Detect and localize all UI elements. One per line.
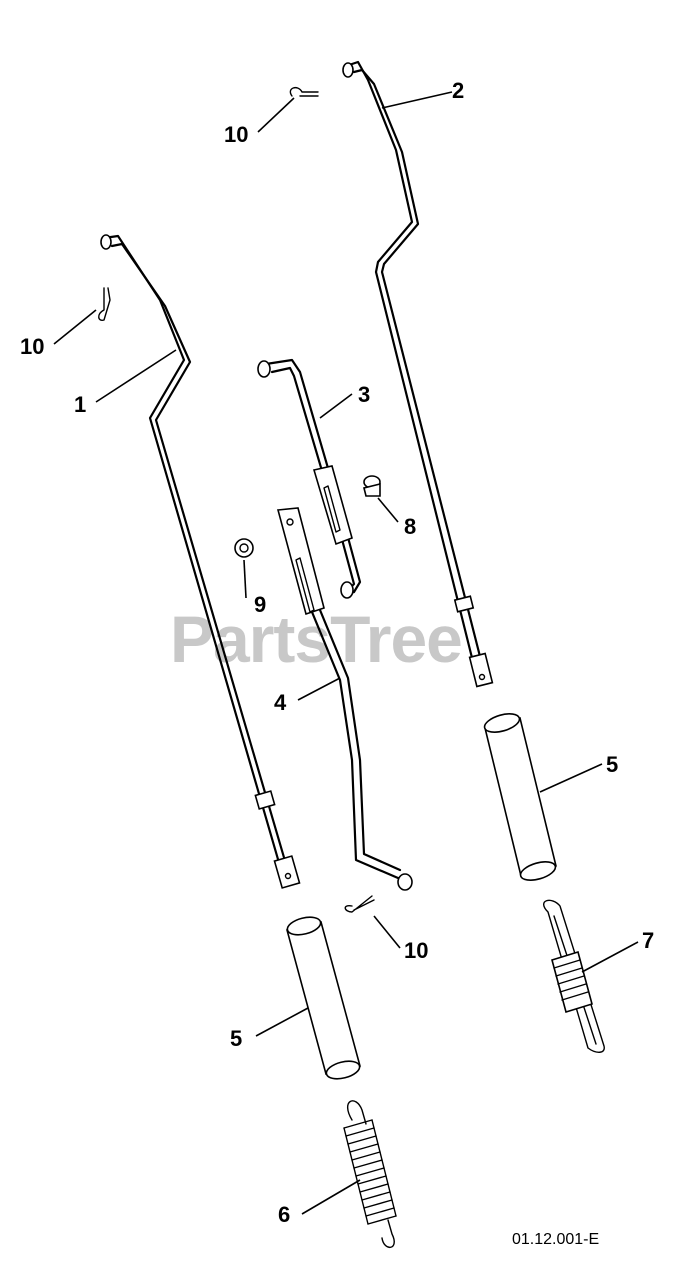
part-8-pin (363, 475, 381, 497)
part-10-clip-left (98, 287, 111, 322)
callout-1: 1 (74, 392, 86, 417)
callout-2: 2 (452, 78, 464, 103)
reference-code: 01.12.001-E (512, 1231, 599, 1248)
part-10-clip-bottom (344, 895, 375, 913)
callout-10-bottom: 10 (404, 938, 428, 963)
callout-5-left: 5 (230, 1026, 242, 1051)
part-2-rod (342, 60, 494, 688)
watermark-text: PartsTree (170, 602, 462, 676)
callout-7: 7 (642, 928, 654, 953)
leader-lines (53, 91, 639, 1215)
callout-10-top: 10 (224, 122, 248, 147)
callout-8: 8 (404, 514, 416, 539)
callout-6: 6 (278, 1202, 290, 1227)
callout-5-right: 5 (606, 752, 618, 777)
part-5-grip-left (286, 916, 361, 1080)
part-9-nut (234, 538, 254, 558)
callout-9: 9 (254, 592, 266, 617)
part-5-grip-right (483, 713, 557, 881)
part-4-rod (276, 507, 413, 891)
part-10-clip-top (289, 86, 319, 97)
part-1-rod (100, 234, 301, 889)
part-3-rod (257, 358, 362, 599)
callout-10-left: 10 (20, 334, 44, 359)
part-7-spring (543, 899, 605, 1053)
callout-3: 3 (358, 382, 370, 407)
callout-4: 4 (274, 690, 287, 715)
part-6-spring (343, 1100, 397, 1248)
